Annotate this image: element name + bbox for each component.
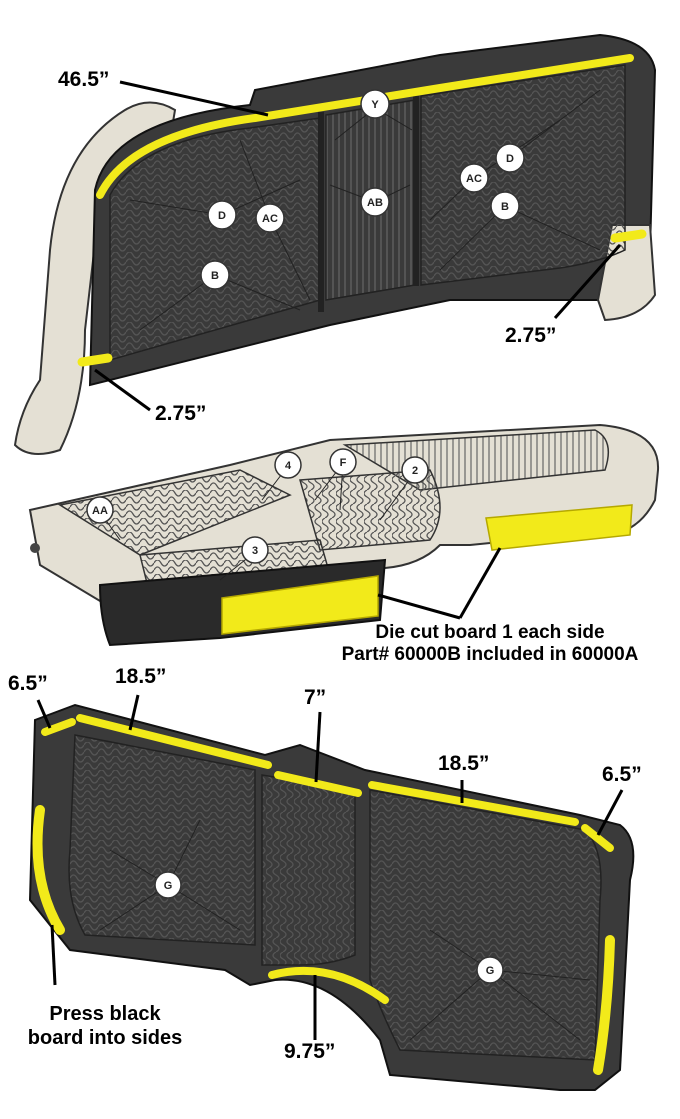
board-6-5-right — [581, 824, 614, 852]
rear-tie-wires — [99, 819, 591, 1041]
dim-top-right-edge: 18.5” — [438, 752, 490, 775]
left-cushion-springs — [57, 469, 292, 556]
die-cut-note-line2: Part# 60000B included in 60000A — [341, 644, 639, 665]
board-7-center — [274, 771, 362, 797]
left-end-strip — [77, 353, 113, 367]
leader-18-5-left — [128, 694, 140, 731]
rear-spring-tags: G G — [154, 871, 504, 984]
dim-left-end: 2.75” — [155, 402, 207, 425]
spring-tag-circle — [200, 260, 230, 290]
die-cut-note: Die cut board 1 each side Part# 60000B i… — [300, 622, 680, 666]
press-board-note-line1: Press black — [49, 1003, 161, 1025]
dim-right-end: 2.75” — [505, 324, 557, 347]
leader-press-board — [50, 924, 57, 986]
die-cut-note-line1: Die cut board 1 each side — [375, 622, 605, 643]
spring-tag-ab: AB — [367, 197, 383, 209]
spring-tag-aa: AA — [92, 505, 108, 517]
spring-tag-d-right: D — [506, 153, 514, 165]
leader-2-75-right — [553, 244, 622, 319]
spring-tag-g-left: G — [164, 880, 173, 892]
press-board-note-line2: board into sides — [27, 1027, 183, 1049]
leader-2-75-left — [94, 368, 151, 412]
spring-tag-d-left: D — [218, 210, 226, 222]
right-end-strip — [610, 229, 647, 243]
spring-tag-circle — [360, 187, 390, 217]
board-9-75-bottom — [268, 966, 389, 1004]
spring-tag-circle — [459, 163, 489, 193]
spring-tag-b-right: B — [501, 201, 509, 213]
spring-tag-g-right: G — [486, 965, 495, 977]
cushion-pin — [30, 543, 40, 553]
spring-tag-2: 2 — [412, 465, 418, 477]
back-spring-tags: Y D AC B AB AC D B — [200, 89, 525, 290]
cushion-spring-tags: AA 4 F 2 3 — [86, 448, 429, 564]
cushion-tie-wires — [99, 462, 416, 581]
spring-tag-3: 3 — [252, 545, 258, 557]
leader-board-left — [377, 593, 461, 620]
seat-back-illustration — [13, 33, 657, 455]
spring-tag-circle — [360, 89, 390, 119]
leader-46-5 — [119, 80, 269, 117]
board-6-5-left — [41, 718, 76, 736]
spring-tag-ac-right: AC — [466, 173, 482, 185]
dim-top-edge: 46.5” — [58, 68, 110, 91]
spring-tag-circle — [241, 536, 269, 564]
spring-tag-4: 4 — [285, 460, 292, 472]
press-board-note: Press black board into sides — [0, 1002, 210, 1050]
die-cut-board-right — [485, 504, 633, 551]
right-back-springs — [420, 64, 626, 286]
leader-6-5-left — [36, 699, 52, 729]
board-18-5-right — [368, 781, 579, 826]
board-18-5-left — [76, 714, 272, 769]
leader-board-right — [458, 547, 502, 619]
left-rear-springs — [68, 734, 256, 946]
spring-tag-circle — [154, 871, 182, 899]
press-board-right-side — [593, 935, 615, 1075]
left-back-springs — [109, 117, 321, 361]
spring-tag-circle — [255, 203, 285, 233]
spring-tag-circle — [207, 200, 237, 230]
spring-tag-circle — [401, 456, 429, 484]
right-divider — [413, 96, 419, 286]
right-rear-springs — [369, 789, 602, 1061]
spring-tag-circle — [476, 956, 504, 984]
top-board-strip — [96, 54, 634, 199]
spring-tag-circle — [329, 448, 357, 476]
dim-top-right-corner: 6.5” — [602, 763, 642, 786]
spring-tag-circle — [86, 496, 114, 524]
spring-tag-circle — [274, 451, 302, 479]
dim-top-left-edge: 18.5” — [115, 665, 167, 688]
spring-tag-circle — [490, 191, 520, 221]
press-board-left-side — [32, 805, 65, 935]
seat-cushion-illustration — [28, 423, 660, 647]
seat-rear-illustration — [28, 694, 635, 1091]
center-rear-springs — [261, 774, 356, 966]
spring-tag-ac-left: AC — [262, 213, 278, 225]
center-cushion-springs — [299, 469, 441, 551]
leader-6-5-right — [596, 789, 624, 836]
leader-7-center — [314, 711, 322, 783]
dim-center-bottom: 9.75” — [284, 1040, 336, 1063]
dim-top-left-corner: 6.5” — [8, 672, 48, 695]
spring-tag-f: F — [340, 457, 347, 469]
spring-tag-circle — [495, 143, 525, 173]
spring-tag-y: Y — [371, 99, 379, 111]
dim-center-top: 7” — [304, 686, 327, 709]
left-divider — [318, 112, 324, 312]
die-cut-board-left — [221, 575, 379, 635]
spring-tag-b-left: B — [211, 270, 219, 282]
